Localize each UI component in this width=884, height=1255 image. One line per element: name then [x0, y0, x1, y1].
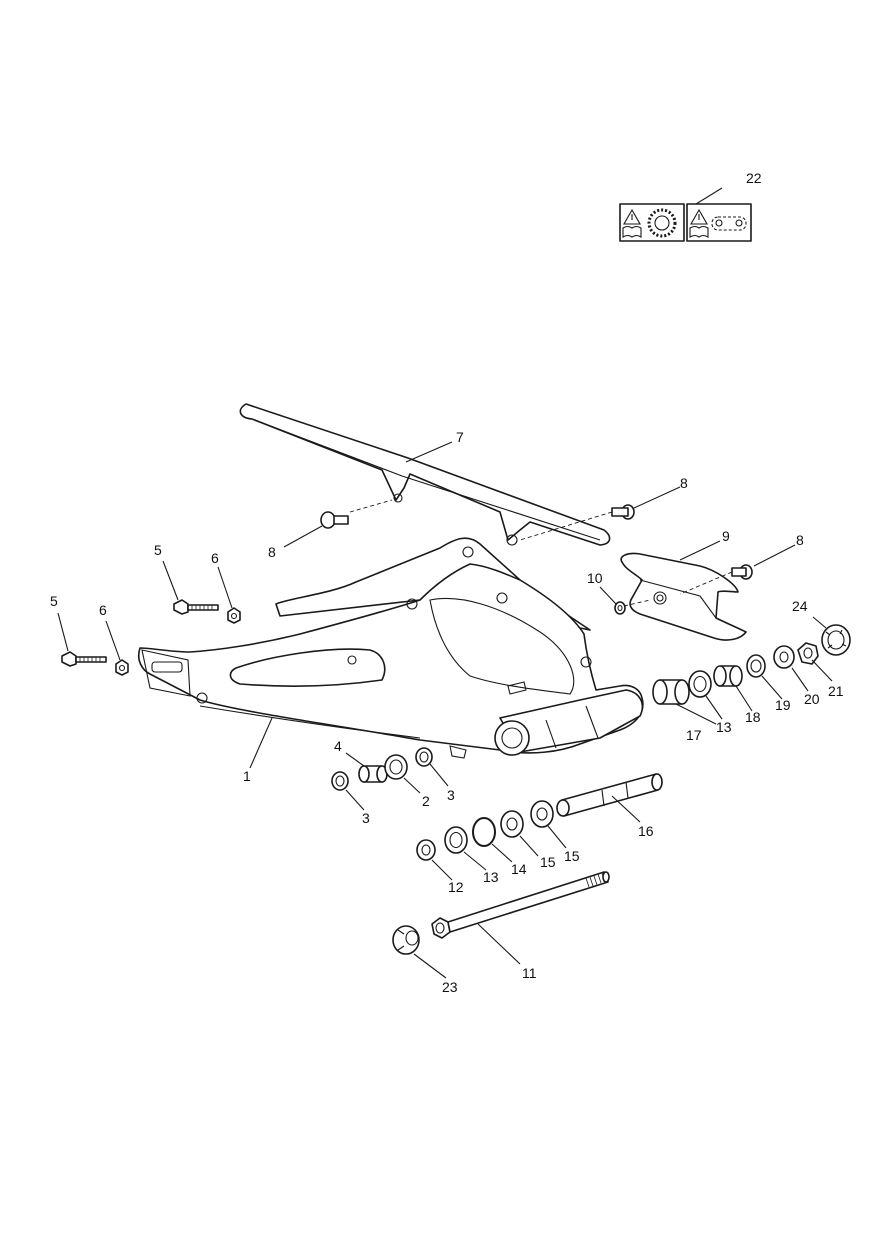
callout-19: 19 [775, 697, 791, 713]
nut-21 [797, 642, 819, 665]
callout-20: 20 [804, 691, 820, 707]
bush-17 [652, 679, 690, 705]
washer-10 [614, 601, 626, 615]
callout-labels: 22 7 8 8 9 8 10 5 6 5 6 24 1 4 2 3 3 17 … [50, 170, 844, 995]
callout-5-lower: 5 [50, 593, 58, 609]
callout-17: 17 [686, 727, 702, 743]
spacer-18 [713, 665, 743, 687]
chain-guard [239, 403, 611, 546]
warning-label-set [619, 203, 752, 242]
callout-24: 24 [792, 598, 808, 614]
callout-5-upper: 5 [154, 542, 162, 558]
callout-15-right: 15 [564, 848, 580, 864]
callout-12: 12 [448, 879, 464, 895]
callout-14: 14 [511, 861, 527, 877]
bolt-5-upper [173, 599, 219, 615]
callout-13-right: 13 [716, 719, 732, 735]
callout-8-right: 8 [680, 475, 688, 491]
bush-2 [384, 754, 408, 780]
seal-3-left [331, 771, 349, 791]
sleeve-4 [358, 765, 388, 783]
washer-15b [530, 800, 554, 828]
bush-19 [746, 654, 766, 678]
callout-15-left: 15 [540, 854, 556, 870]
callout-6-upper: 6 [211, 550, 219, 566]
leader-lines [57, 187, 833, 979]
callout-13-left: 13 [483, 869, 499, 885]
circlip-14 [472, 817, 496, 847]
callout-11: 11 [522, 965, 537, 981]
seal-3-right [415, 747, 433, 767]
screw-8-right [611, 504, 635, 520]
warning-triangle-icon [623, 208, 641, 225]
callout-8-left: 8 [268, 544, 276, 560]
callout-4: 4 [334, 738, 342, 754]
washer-20 [773, 645, 795, 669]
screw-8-left [320, 511, 349, 529]
warning-triangle-icon [690, 208, 708, 225]
nut-6-lower [115, 659, 129, 676]
callout-1: 1 [243, 768, 251, 784]
nut-6-upper [227, 607, 241, 624]
callout-3-right: 3 [447, 787, 455, 803]
callout-6-lower: 6 [99, 602, 107, 618]
lower-chain-guard [620, 552, 747, 641]
manual-book-icon [622, 225, 642, 238]
chain-icon [711, 216, 747, 231]
washer-15a [500, 810, 524, 838]
callout-23: 23 [442, 979, 458, 995]
callout-16: 16 [638, 823, 654, 839]
sleeve-16 [556, 773, 663, 817]
seal-13-right [688, 670, 712, 698]
spindle-cap-23 [392, 925, 420, 955]
sprocket-icon [647, 208, 677, 238]
screw-8-clip [731, 564, 753, 580]
cap-24 [821, 624, 851, 656]
callout-3-left: 3 [362, 810, 370, 826]
callout-2: 2 [422, 793, 430, 809]
callout-21: 21 [828, 683, 844, 699]
callout-9: 9 [722, 528, 730, 544]
bolt-5-lower [61, 651, 107, 667]
seal-13-left [444, 826, 468, 854]
swing-arm [137, 537, 644, 759]
callout-18: 18 [745, 709, 761, 725]
callout-7: 7 [456, 429, 464, 445]
callout-8-clip: 8 [796, 532, 804, 548]
callout-22: 22 [746, 170, 762, 186]
manual-book-icon [689, 225, 709, 238]
pivot-spindle [431, 871, 610, 939]
callout-10: 10 [587, 570, 603, 586]
cap-12 [416, 839, 436, 861]
